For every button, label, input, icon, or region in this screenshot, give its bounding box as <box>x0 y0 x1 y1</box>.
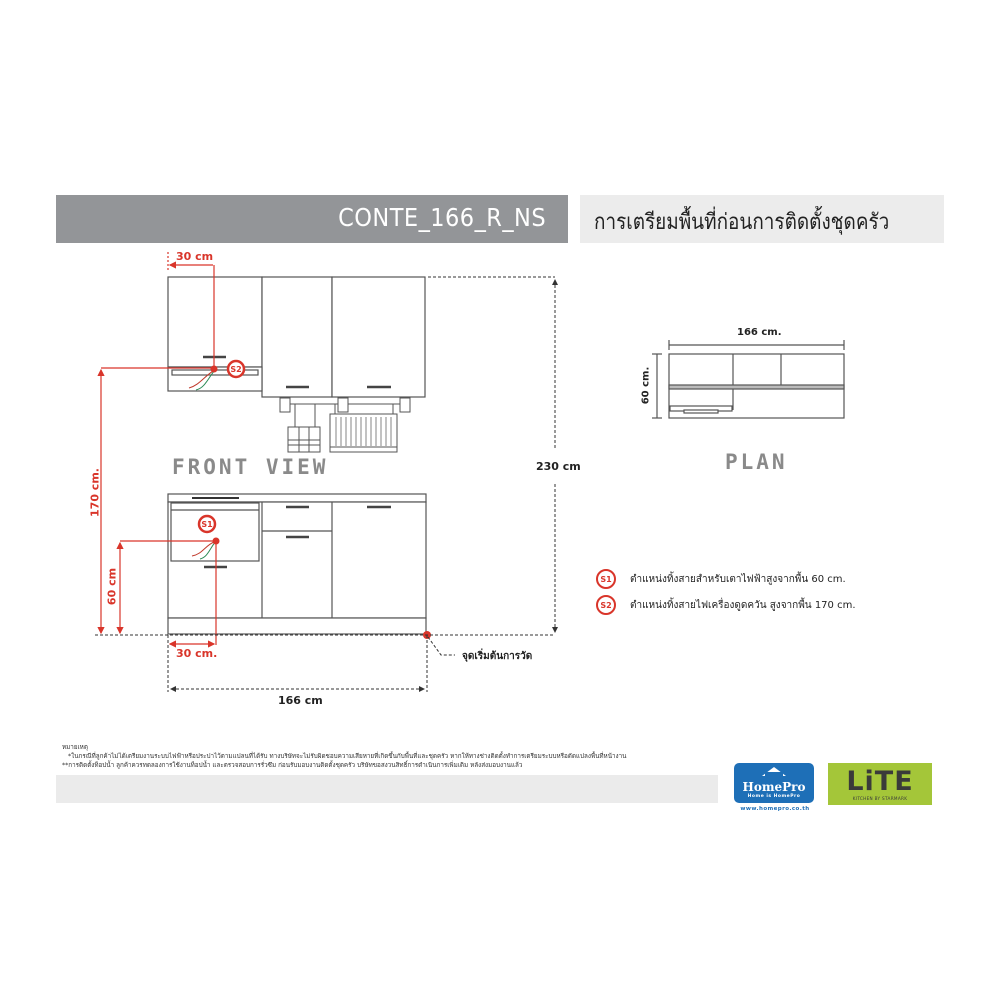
front-view-label: FRONT VIEW <box>172 455 329 479</box>
model-header-bar: CONTE_166_R_NS <box>56 195 568 243</box>
s1-height-dimension: 60 cm <box>105 567 119 606</box>
plan-drawing <box>652 340 845 419</box>
legend-item-s2: S2 ตำแหน่งทิ้งสายไฟเครื่องดูดควัน สูงจาก… <box>596 592 856 618</box>
note-line: **การติดตั้งท็อปน้ำ ลูกค้าควรทดลองการใช้… <box>62 762 523 769</box>
legend-text: ตำแหน่งทิ้งสายไฟเครื่องดูดควัน สูงจากพื้… <box>630 599 856 611</box>
total-height-dimension: 230 cm <box>536 460 581 473</box>
legend: S1 ตำแหน่งทิ้งสายสำหรับเตาไฟฟ้าสูงจากพื้… <box>596 566 856 618</box>
section-title: การเตรียมพื้นที่ก่อนการติดตั้งชุดครัว <box>594 210 890 235</box>
footer-bar <box>56 775 718 803</box>
s2-badge-icon: S2 <box>596 595 616 615</box>
red-dimensions <box>97 252 217 648</box>
s2-horizontal-dimension: 30 cm <box>176 250 214 263</box>
legend-item-s1: S1 ตำแหน่งทิ้งสายสำหรับเตาไฟฟ้าสูงจากพื้… <box>596 566 856 592</box>
homepro-logo: HomePro Home is HomePro www.homepro.co.t… <box>734 763 816 821</box>
origin-label: จุดเริ่มต้นการวัด <box>462 651 533 662</box>
plan-width-dimension: 166 cm. <box>737 327 782 338</box>
homepro-url: www.homepro.co.th <box>740 806 810 812</box>
plan-depth-dimension: 60 cm. <box>640 366 652 405</box>
s2-point <box>210 365 218 373</box>
s1-horizontal-dimension: 30 cm. <box>176 647 218 660</box>
black-dimensions <box>95 276 558 692</box>
house-roof-icon <box>762 767 786 776</box>
plan-view-label: PLAN <box>725 450 788 474</box>
s1-badge-icon: S1 <box>596 569 616 589</box>
upper-cabinets <box>167 276 426 398</box>
notes-heading: หมายเหตุ <box>62 744 88 751</box>
model-code: CONTE_166_R_NS <box>338 203 546 232</box>
svg-text:S1: S1 <box>201 520 213 529</box>
s1-point <box>212 537 220 545</box>
lite-logo: LiTE KITCHEN BY STARMARK <box>828 763 932 805</box>
section-header-bar: การเตรียมพื้นที่ก่อนการติดตั้งชุดครัว <box>580 195 944 243</box>
legend-text: ตำแหน่งทิ้งสายสำหรับเตาไฟฟ้าสูงจากพื้น 6… <box>630 573 846 585</box>
svg-text:S2: S2 <box>230 365 241 374</box>
s2-marker: S2 <box>226 359 246 379</box>
total-width-dimension: 166 cm <box>278 694 323 707</box>
footnotes: หมายเหตุ *ในกรณีที่ลูกค้าไม่ได้เตรียมงาน… <box>62 743 626 770</box>
s1-marker: S1 <box>197 514 217 534</box>
note-line: *ในกรณีที่ลูกค้าไม่ได้เตรียมงานระบบไฟฟ้า… <box>68 753 627 760</box>
s2-height-dimension: 170 cm. <box>88 468 102 517</box>
rail-accessories <box>279 397 411 453</box>
